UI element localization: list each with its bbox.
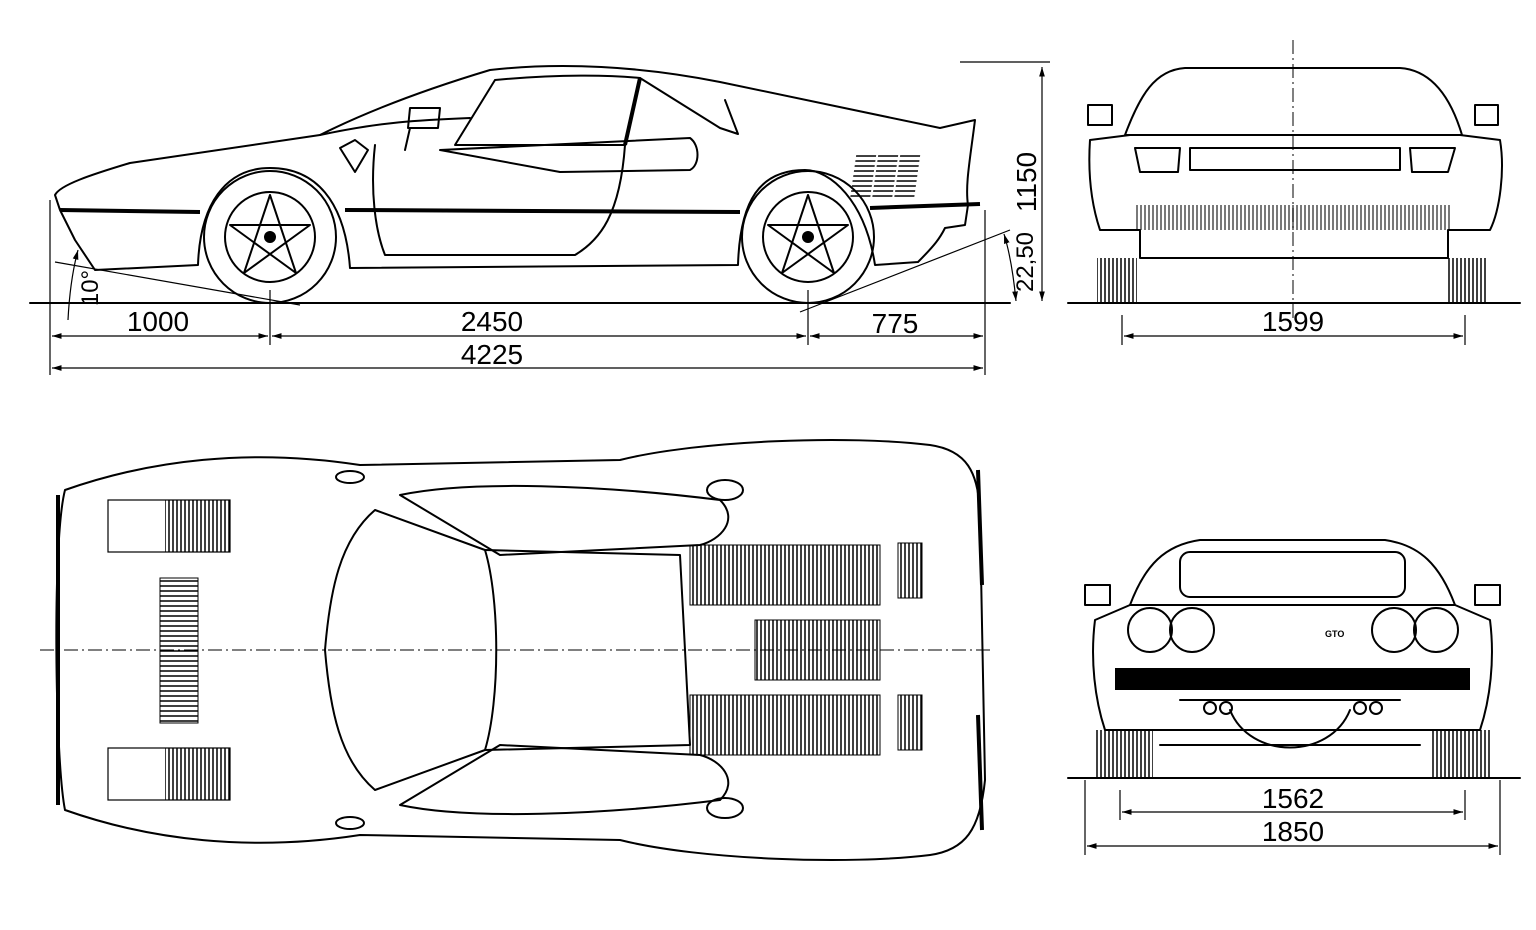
dim-approach-angle <box>67 249 79 321</box>
rear-window <box>1129 539 1456 606</box>
windshield <box>1124 67 1463 136</box>
quarter-window <box>639 77 739 135</box>
left-side-window <box>399 484 730 556</box>
b-pillar <box>623 77 642 146</box>
front-mirrors <box>1087 104 1499 126</box>
windshield-top <box>324 509 498 791</box>
label-departure-angle: 22,50 <box>1012 232 1039 292</box>
door-outline <box>372 144 626 256</box>
tail-light-3 <box>1371 607 1417 653</box>
side-view: 1000 2450 775 4225 1150 22,50 10° <box>29 61 1050 375</box>
label-rear-track: 1562 <box>1262 783 1324 814</box>
tail-light-1 <box>1127 607 1173 653</box>
engine-cover-vent-3 <box>689 694 881 756</box>
label-front-overhang: 1000 <box>127 306 189 337</box>
prancing-horse-badge <box>339 139 369 173</box>
side-vent-2 <box>871 155 899 200</box>
label-approach-angle: 10° <box>77 270 104 306</box>
roof <box>484 549 691 751</box>
rear-mirrors <box>1084 584 1501 606</box>
label-wheelbase: 2450 <box>461 306 523 337</box>
rear-tyre-right <box>1432 730 1490 778</box>
rear-body <box>1092 604 1493 731</box>
front-view: 1599 <box>1067 40 1521 345</box>
rear-tyre-left <box>1095 730 1153 778</box>
side-stripe <box>59 202 981 214</box>
approach-line <box>54 261 301 306</box>
side-vent-3 <box>893 155 921 200</box>
right-side-window <box>399 744 730 816</box>
fuel-cap-left <box>706 479 744 501</box>
rear-bumper <box>1115 668 1470 690</box>
label-rear-overhang: 775 <box>872 308 919 339</box>
label-height: 1150 <box>1011 152 1042 212</box>
top-view <box>40 439 990 861</box>
front-wheel <box>203 170 337 304</box>
label-overall-width: 1850 <box>1262 816 1324 847</box>
fuel-cap-right <box>706 797 744 819</box>
headlights <box>1134 147 1456 173</box>
side-vent-1 <box>849 155 877 200</box>
front-grille <box>1189 147 1401 171</box>
mirror <box>404 107 441 151</box>
dim-departure-angle <box>1003 233 1018 302</box>
label-front-track: 1599 <box>1262 306 1324 337</box>
front-body <box>1088 134 1503 259</box>
side-window <box>319 74 641 146</box>
departure-line <box>799 229 1011 313</box>
side-body-outline <box>54 65 976 271</box>
side-scoop <box>439 137 699 173</box>
front-tyre-right <box>1448 258 1488 303</box>
front-intake <box>1135 205 1450 230</box>
hood-vent <box>159 577 199 724</box>
front-tyre-left <box>1097 258 1137 303</box>
tail-light-2 <box>1169 607 1215 653</box>
engine-cover-vent-1 <box>689 544 881 606</box>
engine-cover-vent-2 <box>754 619 881 681</box>
rear-wheel <box>741 170 875 304</box>
label-overall-length: 4225 <box>461 339 523 370</box>
exhaust-and-suspension <box>1159 699 1421 749</box>
gto-badge: GTO <box>1325 629 1344 639</box>
top-body-outline <box>55 439 986 861</box>
rear-view: GTO 1562 1850 <box>1067 539 1521 855</box>
tail-light-4 <box>1413 607 1459 653</box>
